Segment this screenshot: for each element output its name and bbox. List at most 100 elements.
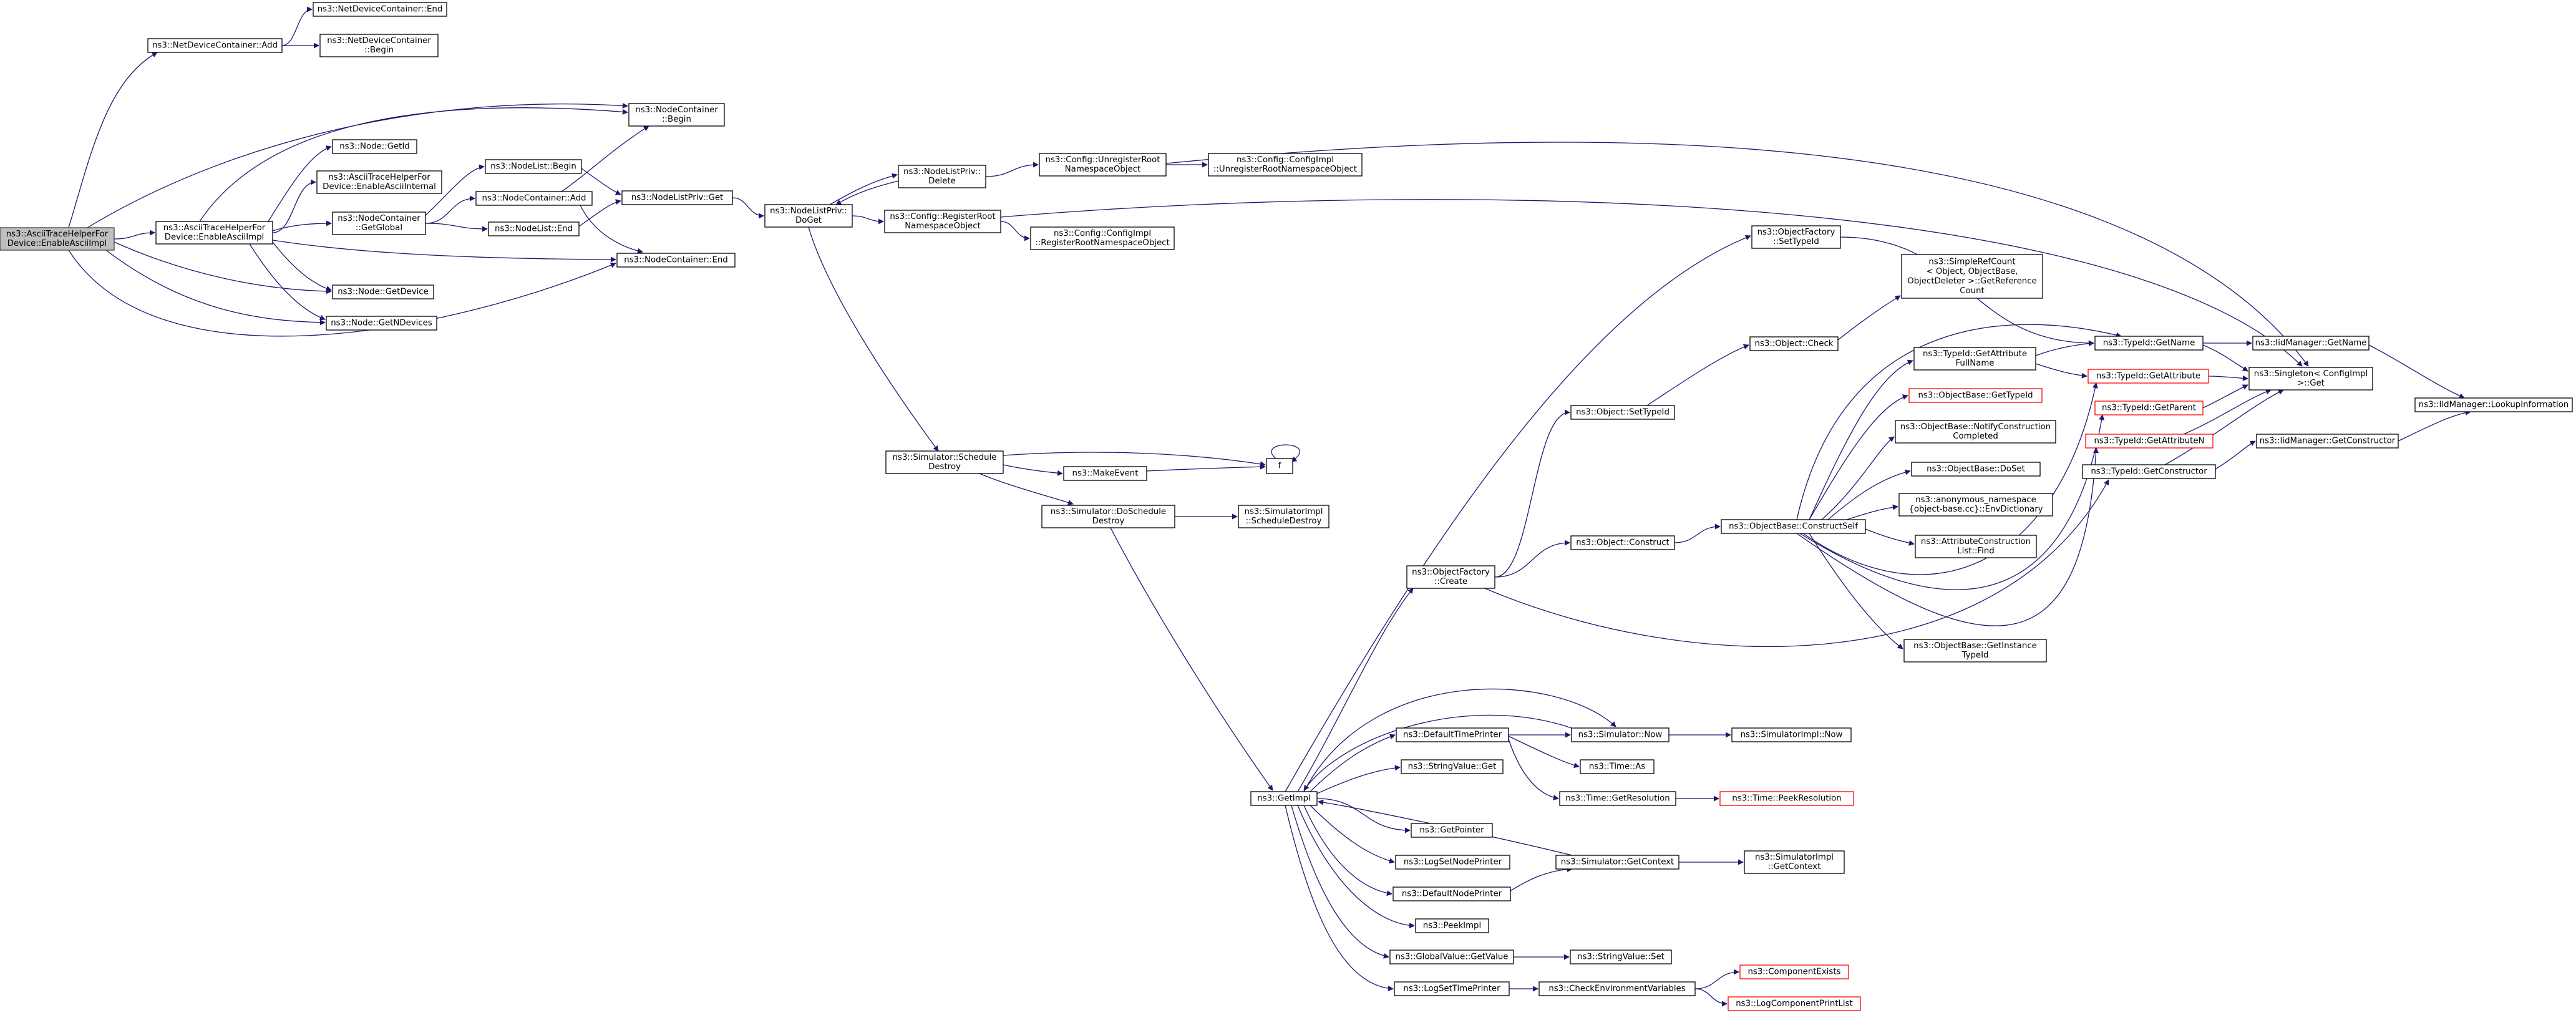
node-box xyxy=(2094,401,2204,415)
edge-obConstructSelf-to-tidGetAttrFull xyxy=(1809,359,1913,520)
edge-line xyxy=(1110,527,1273,791)
node-label: ns3::Simulator::Now xyxy=(1578,731,1663,740)
edge-line xyxy=(2183,389,2272,435)
node-ns3-time-peekresolution[interactable]: ns3::Time::PeekResolution xyxy=(1719,791,1854,806)
node-ns3-nodecontainer-getglobal[interactable]: ns3::NodeContainer::GetGlobal xyxy=(332,211,426,235)
node-ns3-simulator-getcontext[interactable]: ns3::Simulator::GetContext xyxy=(1555,855,1679,870)
node-ns3-logsettimeprinter[interactable]: ns3::LogSetTimePrinter xyxy=(1394,981,1510,996)
node-ns3-componentexists[interactable]: ns3::ComponentExists xyxy=(1739,964,1849,979)
node-ns3-node-getid[interactable]: ns3::Node::GetId xyxy=(332,139,417,154)
edge-objSetTypeId-to-objCheck xyxy=(1646,344,1749,406)
node-ns3-makeevent[interactable]: ns3::MakeEvent xyxy=(1063,466,1147,481)
node-ns3-iidmanager-getconstructor[interactable]: ns3::IidManager::GetConstructor xyxy=(2256,434,2399,449)
node-ns3-netdevicecontainer-add[interactable]: ns3::NetDeviceContainer::Add xyxy=(147,38,283,53)
node-box xyxy=(1744,850,1845,874)
node-ns3-iidmanager-lookupinformation[interactable]: ns3::IidManager::LookupInformation xyxy=(2414,397,2573,412)
node-ns3-nodecontainer-end[interactable]: ns3::NodeContainer::End xyxy=(616,253,736,268)
node-ns3-globalvalue-getvalue[interactable]: ns3::GlobalValue::GetValue xyxy=(1389,949,1514,964)
node-ns3-nodelistpriv-get[interactable]: ns3::NodeListPriv::Get xyxy=(621,190,733,205)
node-ns3-typeid-getattributen[interactable]: ns3::TypeId::GetAttributeN xyxy=(2085,434,2214,449)
node-box xyxy=(1394,981,1510,996)
node-ns3-typeid-getname[interactable]: ns3::TypeId::GetName xyxy=(2094,336,2204,351)
node-box xyxy=(2414,397,2573,412)
node-ns3-simulatorimpl-getcontext[interactable]: ns3::SimulatorImpl::GetContext xyxy=(1744,850,1845,874)
node-ns3-logsetnodeprinter[interactable]: ns3::LogSetNodePrinter xyxy=(1395,855,1510,870)
node-ns3-objectfactory-settypeid[interactable]: ns3::ObjectFactory::SetTypeId xyxy=(1751,225,1841,249)
node-ns3-typeid-getparent[interactable]: ns3::TypeId::GetParent xyxy=(2094,401,2204,415)
node-ns3-objectfactory-create[interactable]: ns3::ObjectFactory::Create xyxy=(1406,565,1495,589)
edge-line xyxy=(2035,341,2094,356)
node-ns3-typeid-getattribute[interactable]: ns3::TypeId::GetAttribute xyxy=(2088,369,2209,384)
node-label: ::UnregisterRootNamespaceObject xyxy=(1213,165,1357,174)
edge-nlBegin-to-nlpGet xyxy=(581,168,621,195)
node-ns3-config-configimpl-registerrootnamespaceobject[interactable]: ns3::Config::ConfigImpl::RegisterRootNam… xyxy=(1030,226,1175,250)
node-ns3-simulator-now[interactable]: ns3::Simulator::Now xyxy=(1571,727,1670,742)
node-ns3-node-getndevices[interactable]: ns3::Node::GetNDevices xyxy=(326,316,437,331)
node-f[interactable]: f xyxy=(1266,458,1293,474)
node-ns3-config-registerroot-namespaceobject[interactable]: ns3::Config::RegisterRootNamespaceObject xyxy=(884,210,1001,233)
node-ns3-asciitracehelperfor-device-enableasciiinternal[interactable]: ns3::AsciiTraceHelperForDevice::EnableAs… xyxy=(316,170,442,194)
node-ns3-getimpl[interactable]: ns3::GetImpl xyxy=(1250,791,1318,806)
node-label: TypeId xyxy=(1961,651,1989,660)
node-ns3-stringvalue-set[interactable]: ns3::StringValue::Set xyxy=(1570,949,1672,964)
node-ns3-config-configimpl-unregisterrootnamespaceobject[interactable]: ns3::Config::ConfigImpl::UnregisterRootN… xyxy=(1208,153,1363,177)
node-ns3-objectbase-gettypeid[interactable]: ns3::ObjectBase::GetTypeId xyxy=(1908,388,2043,403)
node-ns3-nodelist-end[interactable]: ns3::NodeList::End xyxy=(488,221,580,236)
node-ns3-object-check[interactable]: ns3::Object::Check xyxy=(1749,336,1839,351)
edge-getImpl-to-logSetNodePrinter xyxy=(1310,805,1395,864)
edge-line xyxy=(1165,142,2309,367)
node-ns3-defaultnodeprinter[interactable]: ns3::DefaultNodePrinter xyxy=(1392,886,1511,901)
edge-line xyxy=(114,230,155,240)
edge-obConstructSelf-to-tidGetAttrN xyxy=(1796,447,2099,626)
node-ns3-getpointer[interactable]: ns3::GetPointer xyxy=(1411,823,1493,838)
edge-line xyxy=(2202,384,2248,409)
node-label: Destroy xyxy=(1092,517,1125,526)
node-ns3-time-getresolution[interactable]: ns3::Time::GetResolution xyxy=(1559,791,1676,806)
node-ns3-typeid-getconstructor[interactable]: ns3::TypeId::GetConstructor xyxy=(2082,464,2216,479)
node-ns3-objectbase-constructself[interactable]: ns3::ObjectBase::ConstructSelf xyxy=(1721,519,1866,534)
node-label: ns3::ObjectBase::GetTypeId xyxy=(1918,391,2033,401)
node-box xyxy=(1580,759,1655,774)
node-ns3-asciitracehelperfor-device-enableasciiimpl[interactable]: ns3::AsciiTraceHelperForDevice::EnableAs… xyxy=(155,221,273,245)
node-ns3-config-unregisterroot-namespaceobject[interactable]: ns3::Config::UnregisterRootNamespaceObje… xyxy=(1039,153,1167,177)
node-label: ns3::Config::UnregisterRoot xyxy=(1046,155,1160,165)
node-ns3-stringvalue-get[interactable]: ns3::StringValue::Get xyxy=(1401,759,1504,774)
node-ns3-nodelistpriv-delete[interactable]: ns3::NodeListPriv::Delete xyxy=(898,165,986,188)
edge-defTimePrinter-to-timeGetRes xyxy=(1508,739,1559,801)
node-label: ns3::IidManager::GetName xyxy=(2255,339,2367,348)
node-ns3-nodecontainer-add[interactable]: ns3::NodeContainer::Add xyxy=(475,191,593,206)
edge-root-to-enAsciiImpl xyxy=(114,230,155,240)
node-ns3-nodelistpriv-doget[interactable]: ns3::NodeListPriv::DoGet xyxy=(764,204,853,228)
node-ns3-simulatorimpl-scheduledestroy[interactable]: ns3::SimulatorImpl::ScheduleDestroy xyxy=(1238,505,1329,528)
node-ns3-iidmanager-getname[interactable]: ns3::IidManager::GetName xyxy=(2252,336,2369,351)
node-ns3-netdevicecontainer-begin[interactable]: ns3::NetDeviceContainer::Begin xyxy=(319,34,439,57)
node-ns3-object-construct[interactable]: ns3::Object::Construct xyxy=(1570,535,1675,550)
node-ns3-simulatorimpl-now[interactable]: ns3::SimulatorImpl::Now xyxy=(1731,727,1852,742)
node-ns3-objectbase-doset[interactable]: ns3::ObjectBase::DoSet xyxy=(1911,462,2041,477)
node-ns3-checkenvironmentvariables[interactable]: ns3::CheckEnvironmentVariables xyxy=(1538,981,1696,996)
node-label: Device::EnableAsciiImpl xyxy=(165,233,264,242)
node-ns3-netdevicecontainer-end[interactable]: ns3::NetDeviceContainer::End xyxy=(313,2,447,17)
node-label: < Object, ObjectBase, xyxy=(1926,267,2018,276)
node-ns3-node-getdevice[interactable]: ns3::Node::GetDevice xyxy=(332,284,434,299)
node-ns3-simulator-schedule-destroy[interactable]: ns3::Simulator::ScheduleDestroy xyxy=(885,450,1004,474)
node-ns3-object-settypeid[interactable]: ns3::Object::SetTypeId xyxy=(1570,405,1675,420)
node-ns3-objectbase-notifyconstruction-completed[interactable]: ns3::ObjectBase::NotifyConstructionCompl… xyxy=(1895,420,2056,444)
node-ns3-nodecontainer-begin[interactable]: ns3::NodeContainer::Begin xyxy=(628,103,725,127)
node-label: ns3::Object::SetTypeId xyxy=(1576,408,1670,417)
node-ns3-logcomponentprintlist[interactable]: ns3::LogComponentPrintList xyxy=(1728,996,1861,1011)
node-ns3-asciitracehelperfor-device-enableasciiimpl[interactable]: ns3::AsciiTraceHelperForDevice::EnableAs… xyxy=(0,227,115,251)
node-ns3-time-as[interactable]: ns3::Time::As xyxy=(1580,759,1655,774)
node-ns3-defaulttimeprinter[interactable]: ns3::DefaultTimePrinter xyxy=(1396,727,1509,742)
node-ns3-nodelist-begin[interactable]: ns3::NodeList::Begin xyxy=(485,159,582,174)
edge-tidGetName-to-singletonGet xyxy=(2202,344,2248,372)
node-ns3-peekimpl[interactable]: ns3::PeekImpl xyxy=(1415,918,1489,933)
node-box xyxy=(488,221,580,236)
node-ns3-anonymous-namespace-object-base-cc-envdictionary[interactable]: ns3::anonymous_namespace{object-base.cc}… xyxy=(1898,493,2053,517)
node-ns3-simplerefcount-object-objectbase-objectdeleter-getreference-count[interactable]: ns3::SimpleRefCount< Object, ObjectBase,… xyxy=(1901,254,2043,299)
node-ns3-singleton-configimpl-get[interactable]: ns3::Singleton< ConfigImpl >::Get xyxy=(2248,367,2373,391)
